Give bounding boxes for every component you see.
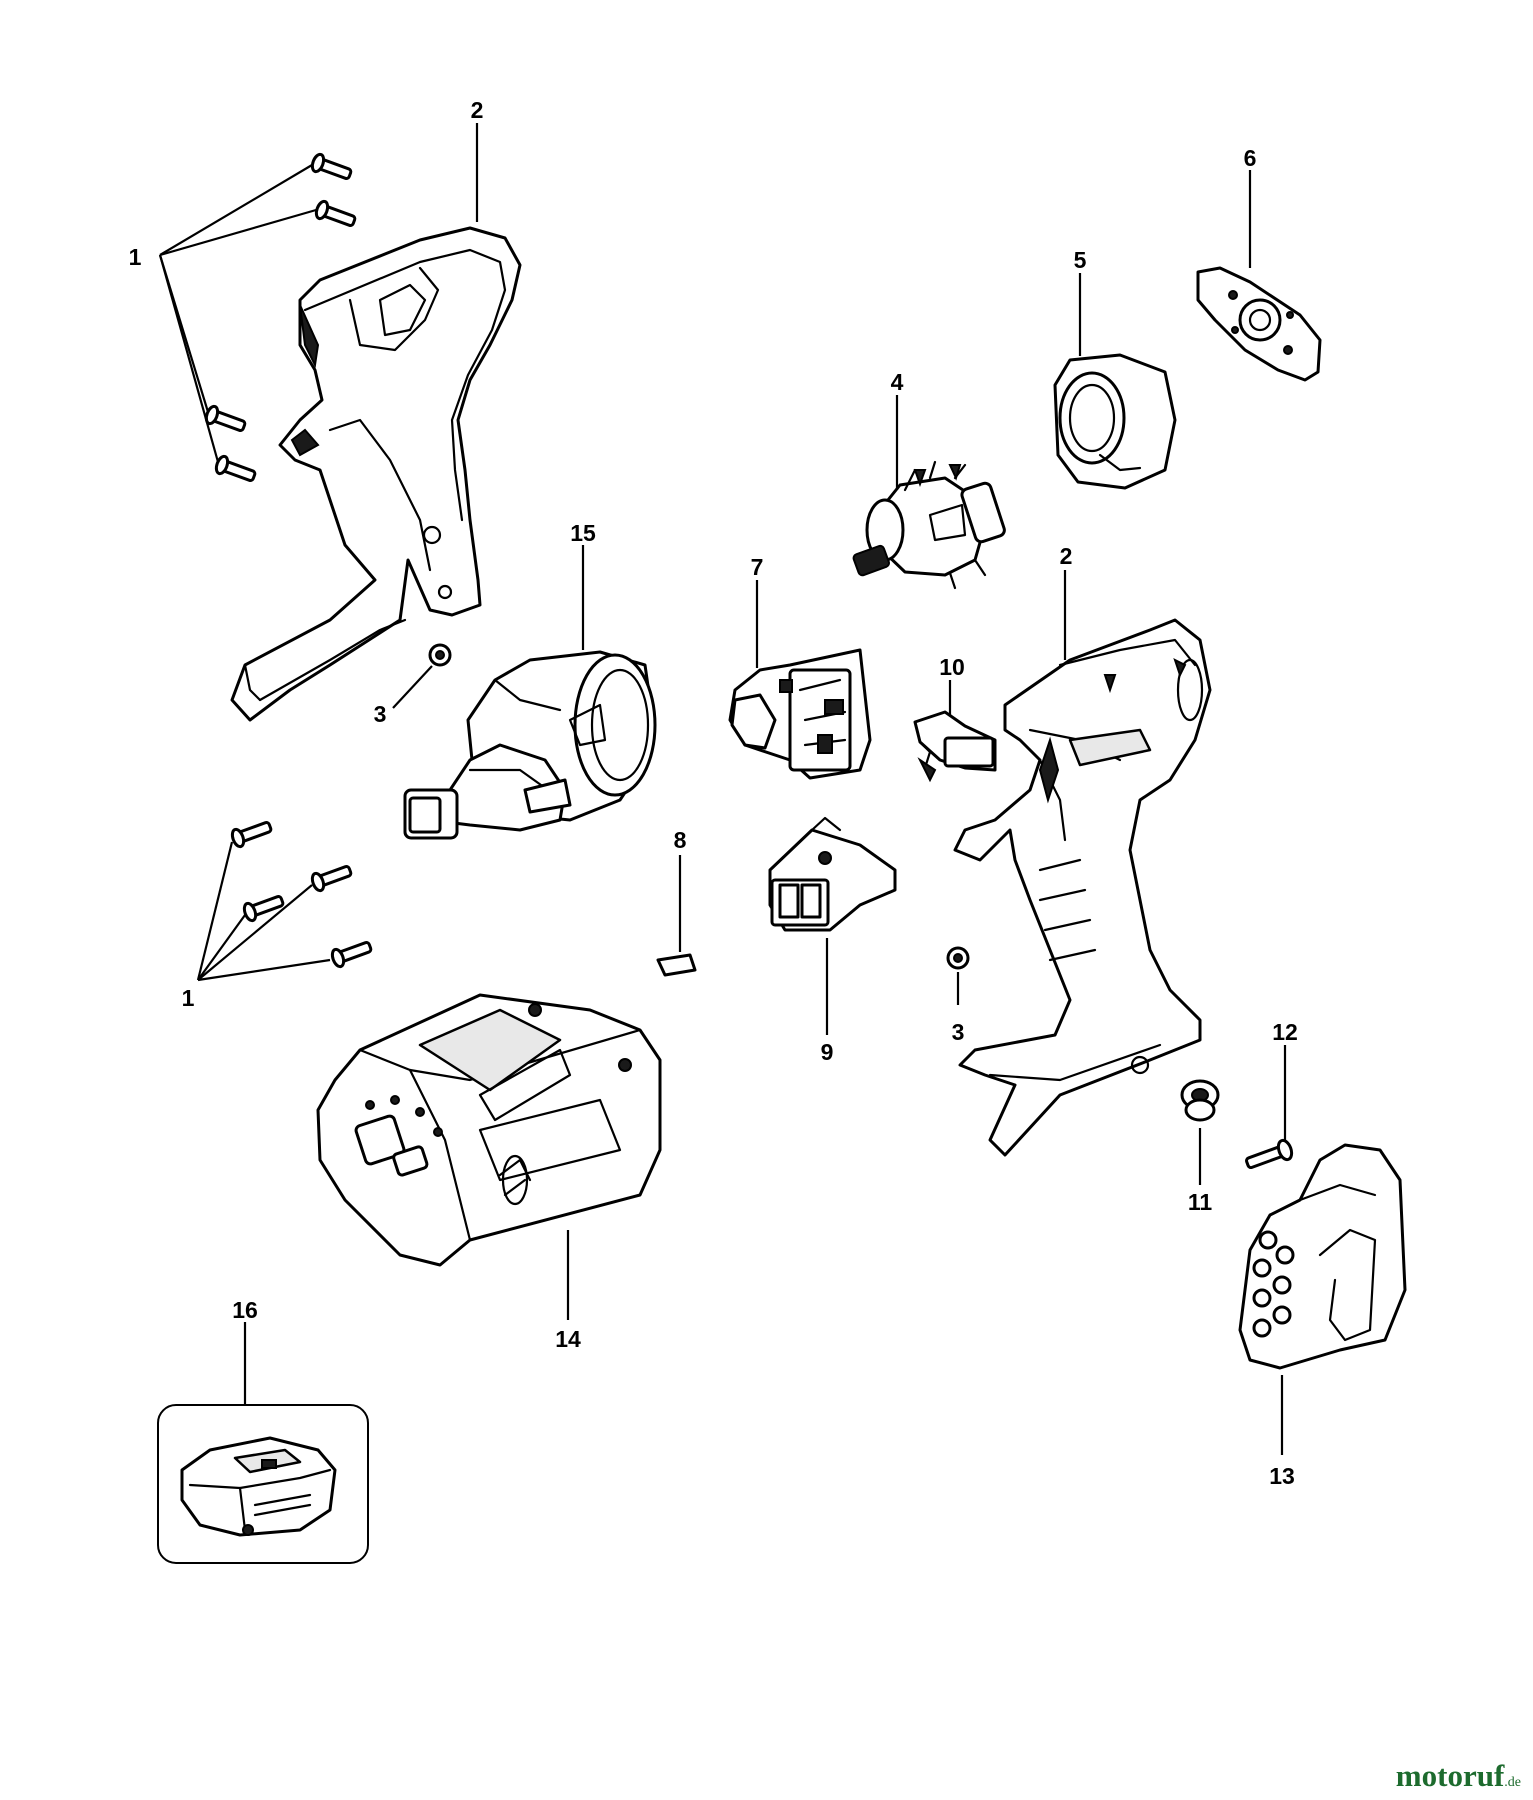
callout-12: 12 (1272, 1019, 1298, 1140)
callout-7: 7 (751, 554, 764, 668)
callout-4: 4 (891, 369, 904, 490)
motor-sleeve (1053, 353, 1177, 490)
screws-upper-set (204, 152, 357, 482)
callout-9: 9 (821, 938, 834, 1065)
site-watermark: motoruf.de (1396, 1758, 1521, 1794)
callout-1-upper: 1 (129, 164, 317, 463)
watermark-tld: .de (1504, 1775, 1521, 1790)
motor-armature (852, 460, 1006, 590)
callout-label-16: 16 (232, 1297, 258, 1323)
callout-label-13: 13 (1269, 1463, 1295, 1489)
callout-label-7: 7 (751, 554, 764, 580)
callout-3-right: 3 (952, 972, 965, 1045)
terminal-block (768, 816, 897, 932)
callout-label-12: 12 (1272, 1019, 1298, 1045)
callout-label-14: 14 (555, 1326, 581, 1352)
callout-2-left: 2 (471, 97, 484, 222)
callout-label-6: 6 (1244, 145, 1257, 171)
gear-housing (403, 650, 657, 840)
callout-15: 15 (570, 520, 596, 650)
callout-label-5: 5 (1074, 247, 1087, 273)
hook-screw (1245, 1138, 1294, 1170)
callout-16: 16 (232, 1297, 258, 1405)
end-plate (1196, 266, 1322, 382)
callout-1-lower: 1 (182, 841, 331, 1011)
nut-left (428, 643, 452, 667)
small-pad (656, 953, 697, 977)
callout-label-9: 9 (821, 1039, 834, 1065)
callout-label-1-upper: 1 (129, 244, 142, 270)
battery-pack (316, 993, 662, 1267)
nut-right (946, 946, 970, 970)
right-housing-half (953, 618, 1212, 1157)
charger-box (157, 1404, 369, 1564)
callout-label-2-left: 2 (471, 97, 484, 123)
callout-3-left: 3 (374, 665, 433, 727)
bushing (1180, 1079, 1220, 1122)
callout-8: 8 (674, 827, 687, 952)
callout-label-3-right: 3 (952, 1019, 965, 1045)
callout-11: 11 (1188, 1128, 1213, 1215)
callout-5: 5 (1074, 247, 1087, 356)
callout-6: 6 (1244, 145, 1257, 268)
callout-13: 13 (1269, 1375, 1295, 1489)
callout-label-15: 15 (570, 520, 596, 546)
callout-2-right: 2 (1060, 543, 1073, 660)
callout-label-1-lower: 1 (182, 985, 195, 1011)
screws-lower-set (230, 821, 373, 969)
callout-label-3-left: 3 (374, 701, 387, 727)
belt-hook (1238, 1143, 1407, 1370)
left-housing-half (230, 226, 522, 722)
callout-label-10: 10 (939, 654, 965, 680)
trigger-switch (728, 648, 872, 780)
callout-label-8: 8 (674, 827, 687, 853)
direction-lever (913, 710, 997, 783)
callout-label-11: 11 (1188, 1189, 1213, 1215)
watermark-logo: motoruf (1395, 1758, 1505, 1793)
callout-label-2-right: 2 (1060, 543, 1073, 569)
callout-10: 10 (939, 654, 965, 715)
callout-label-4: 4 (891, 369, 904, 395)
callout-14: 14 (555, 1230, 581, 1352)
